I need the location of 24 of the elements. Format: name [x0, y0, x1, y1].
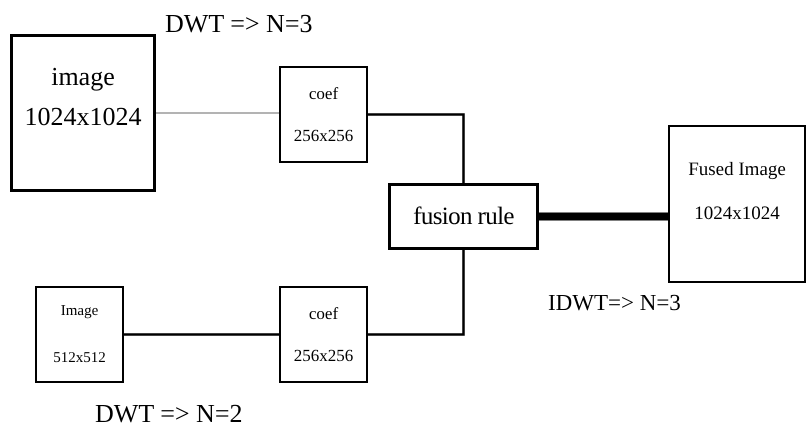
box-text: image [51, 60, 115, 93]
process-box [668, 125, 806, 283]
transform-label: IDWT=> N=3 [548, 289, 681, 317]
connector-line [124, 333, 279, 336]
connector-line [368, 113, 465, 183]
process-box [10, 34, 156, 192]
box-text: coef [308, 83, 338, 104]
box-text: Fused Image [688, 158, 786, 182]
transform-label: DWT => N=3 [165, 8, 312, 40]
process-box [279, 66, 368, 163]
box-text: 256x256 [294, 344, 354, 366]
box-text: 1024x1024 [24, 101, 142, 133]
process-box [35, 286, 124, 383]
box-text: Image [60, 302, 98, 320]
box-text: fusion rule [413, 202, 514, 232]
process-box [279, 286, 368, 383]
box-text: coef [308, 303, 338, 324]
box-text: 512x512 [53, 348, 106, 368]
connector-line [368, 250, 465, 336]
transform-label: DWT => N=2 [95, 398, 242, 429]
process-box [388, 183, 539, 250]
connector-line [156, 112, 279, 114]
box-text: 256x256 [294, 124, 354, 146]
box-text: 1024x1024 [694, 202, 780, 226]
